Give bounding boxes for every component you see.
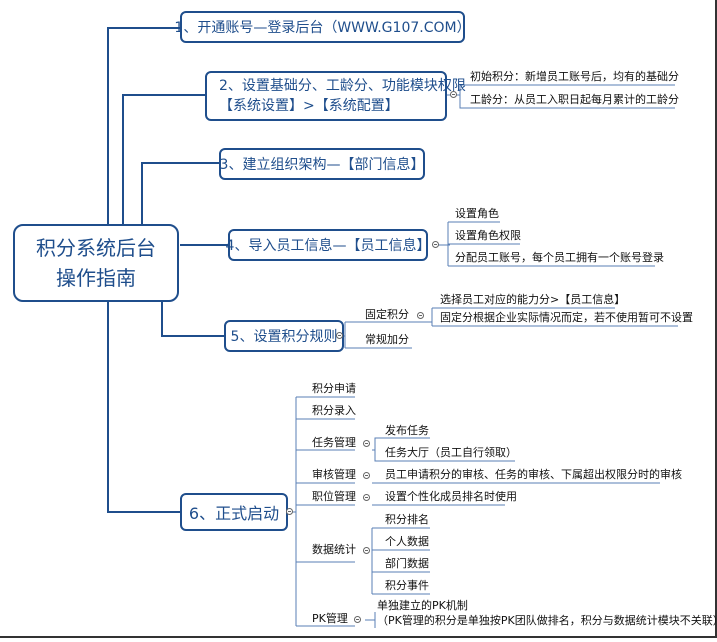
collapse-icon[interactable] [363, 547, 370, 554]
topic-2-child-seniority-points: 工龄分：从员工入职日起每月累计的工龄分 [470, 93, 679, 106]
topic-6-label: 6、正式启动 [188, 504, 280, 523]
stats-ranking: 积分排名 [385, 513, 429, 526]
collapse-icon[interactable] [417, 312, 424, 319]
fixed-points-detail-2: 固定分根据企业实际情况而定，若不使用暂可不设置 [440, 311, 693, 324]
root-node[interactable]: 积分系统后台 操作指南 [13, 224, 179, 302]
topic-3-org-structure[interactable]: 3、建立组织架构—【部门信息】 [219, 148, 425, 180]
topic-2-label-line1: 2、设置基础分、工龄分、功能模块权限 [219, 78, 466, 94]
stats-department: 部门数据 [385, 557, 429, 570]
pk-detail-1: 单独建立的PK机制 [377, 599, 468, 612]
fixed-points-detail-1: 选择员工对应的能力分>【员工信息】 [440, 293, 626, 306]
collapse-icon[interactable] [354, 616, 361, 623]
topic-5-label: 5、设置积分规则 [230, 329, 338, 345]
approval-detail: 员工申请积分的审核、任务的审核、下属超出权限分时的审核 [385, 468, 682, 481]
topic-6-launch[interactable]: 6、正式启动 [180, 493, 288, 531]
task-publish: 发布任务 [385, 424, 429, 437]
collapse-icon[interactable] [363, 440, 370, 447]
topic-2-basic-settings[interactable]: 2、设置基础分、工龄分、功能模块权限 【系统设置】>【系统配置】 [205, 71, 466, 121]
topic-3-label: 3、建立组织架构—【部门信息】 [219, 157, 425, 173]
collapse-icon[interactable] [363, 494, 370, 501]
rule-regular-bonus: 常规加分 [365, 333, 409, 346]
root-title-line1: 积分系统后台 [36, 236, 156, 260]
collapse-icon[interactable] [432, 241, 439, 248]
launch-points-entry: 积分录入 [312, 404, 356, 417]
launch-points-application: 积分申请 [312, 382, 356, 395]
collapse-icon[interactable] [336, 332, 343, 339]
rule-fixed-points: 固定积分 [365, 308, 409, 321]
position-detail: 设置个性化成员排名时使用 [385, 490, 517, 503]
launch-task-management: 任务管理 [312, 436, 356, 449]
collapse-icon[interactable] [363, 472, 370, 479]
topic-5-points-rules[interactable]: 5、设置积分规则 [224, 320, 344, 352]
topic-1-open-account[interactable]: 1、开通账号—登录后台（WWW.G107.COM） [174, 11, 471, 43]
topic-4-import-employees[interactable]: 4、导入员工信息—【员工信息】 [225, 229, 431, 261]
topic-4-child-roles: 设置角色 [455, 207, 499, 220]
topic-4-label: 4、导入员工信息—【员工信息】 [225, 238, 431, 254]
pk-detail-2: （PK管理的积分是单独按PK团队做排名，积分与数据统计模块不关联） [377, 614, 717, 627]
launch-position-management: 职位管理 [312, 490, 356, 503]
launch-approval-management: 审核管理 [312, 468, 356, 481]
task-hall: 任务大厅（员工自行领取） [385, 446, 517, 459]
topic-2-label-line2: 【系统设置】>【系统配置】 [219, 98, 399, 114]
launch-pk-management: PK管理 [312, 612, 348, 625]
stats-events: 积分事件 [385, 579, 429, 592]
topic-1-label: 1、开通账号—登录后台（WWW.G107.COM） [174, 20, 471, 36]
collapse-icon[interactable] [450, 91, 457, 98]
collapse-icon[interactable] [286, 508, 293, 515]
topic-2-child-initial-points: 初始积分：新增员工账号后，均有的基础分 [470, 70, 679, 83]
stats-personal: 个人数据 [385, 535, 429, 548]
topic-4-child-role-permissions: 设置角色权限 [455, 229, 521, 242]
root-title-line2: 操作指南 [56, 266, 136, 290]
launch-data-statistics: 数据统计 [312, 543, 356, 556]
topic-4-child-accounts: 分配员工账号，每个员工拥有一个账号登录 [455, 251, 664, 264]
